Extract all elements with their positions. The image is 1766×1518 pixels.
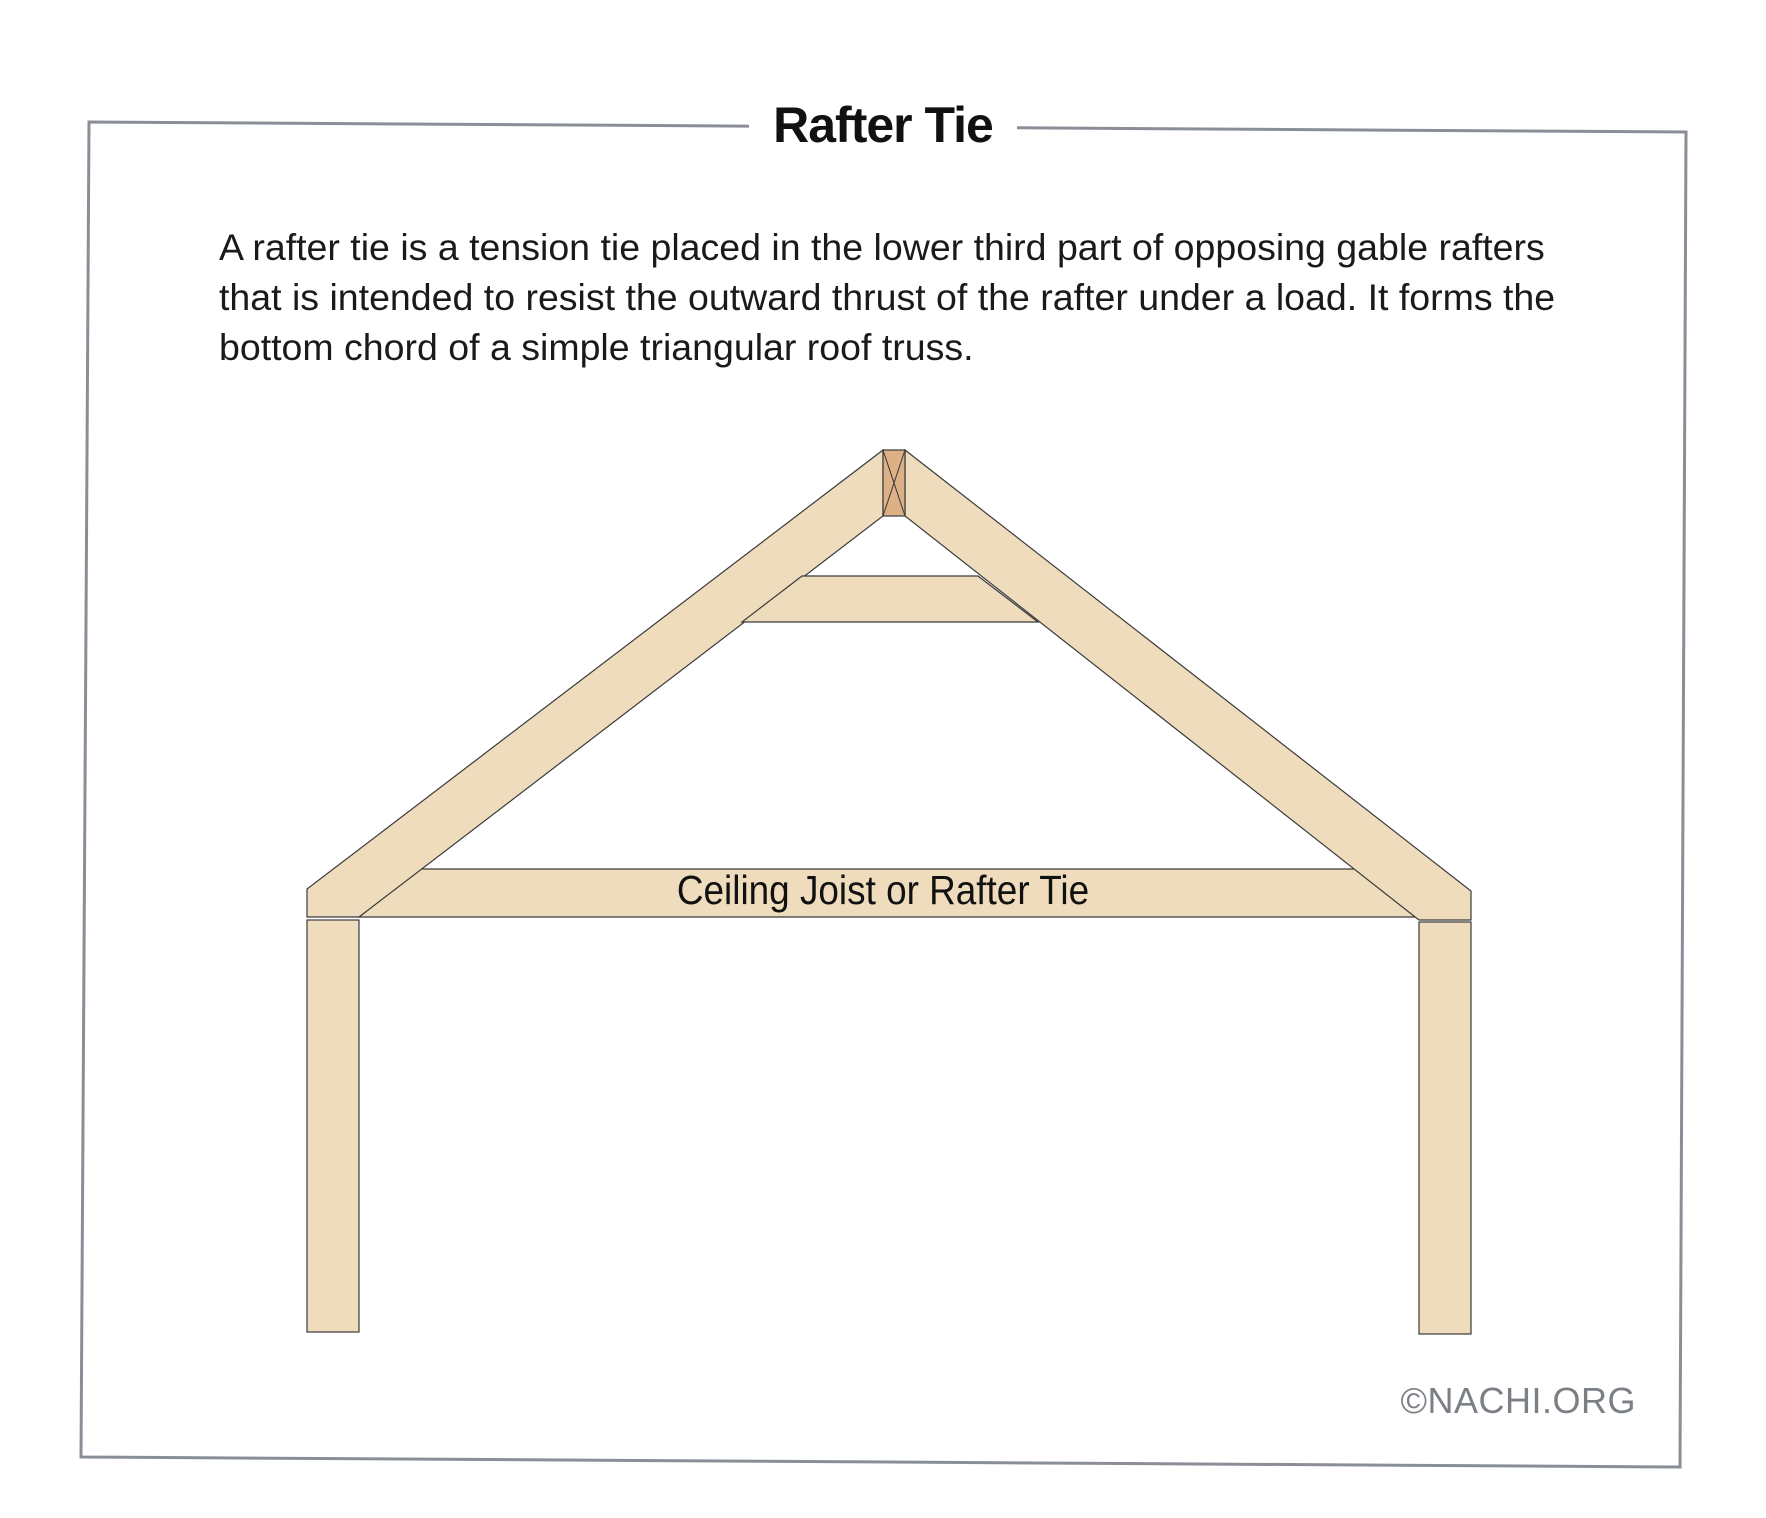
diagram-title-text: Rafter Tie [749, 97, 1017, 153]
frame-border [79, 120, 1688, 1469]
ceiling-joist-label: Ceiling Joist or Rafter Tie [676, 867, 1090, 913]
left-rafter [306, 448, 884, 918]
right-rafter [904, 448, 1472, 921]
diagram-title: Rafter Tie [0, 90, 1766, 160]
copyright-notice: ©NACHI.ORG [1400, 1380, 1636, 1421]
left-wall-post [306, 919, 360, 1333]
collar-tie [740, 575, 1040, 623]
diagram-description: A rafter tie is a tension tie placed in … [219, 226, 1556, 368]
ridge-board [882, 449, 906, 517]
right-wall-post [1418, 921, 1472, 1335]
